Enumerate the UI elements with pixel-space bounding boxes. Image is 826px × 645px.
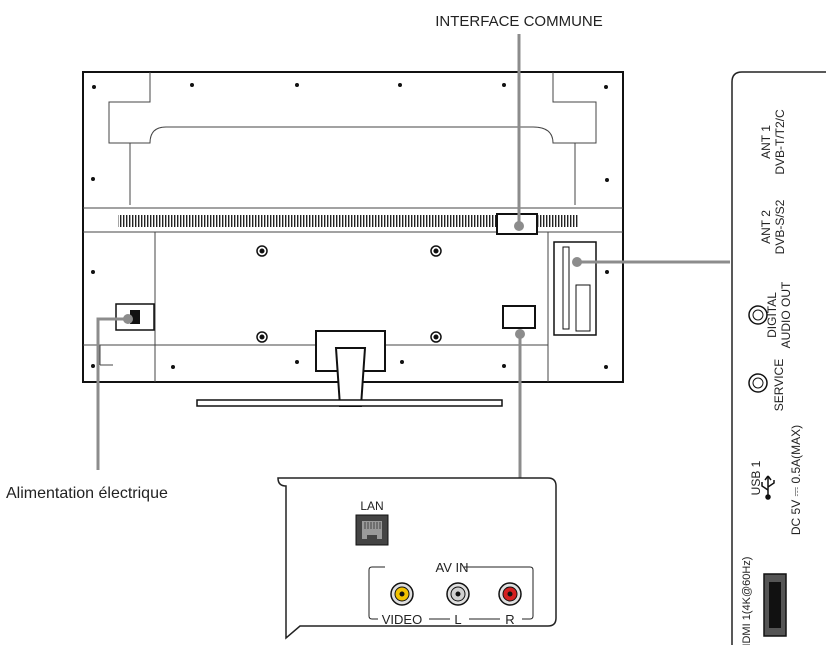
ant2-label: ANT 2 [759,210,773,244]
lan-av-callout-box: LAN AV IN VIDEO [277,477,557,640]
audio-l-label: L [454,612,461,627]
service-label: SERVICE [772,359,786,411]
service-port-icon [748,373,768,393]
hdmi-label: HDMI 1(4K@60Hz) [741,557,753,645]
audio-left-jack-icon [446,582,470,606]
video-jack-icon [390,582,414,606]
common-interface-label: INTERFACE COMMUNE [435,13,603,30]
usb-icon [761,475,775,500]
lan-label: LAN [360,499,383,513]
stand [196,330,503,407]
ant2-standard-label: DVB-S/S2 [773,199,787,254]
digital-audio-label: DIGITAL [765,292,779,338]
power-supply-label: Alimentation électrique [6,485,168,502]
screw-dots [91,83,609,369]
ant1-standard-label: DVB-T/T2/C [773,109,787,175]
video-label: VIDEO [382,612,422,627]
side-connector-callout: ANT 1 DVB-T/T2/C ANT 2 DVB-S/S2 DIGITAL … [731,71,826,645]
lan-av-block [502,305,536,329]
vesa-holes [256,245,442,343]
tv-back-panel [82,71,624,407]
audio-right-jack-icon [498,582,522,606]
digital-audio-port-icon [748,305,768,325]
vent-grille [118,215,578,227]
av-in-label: AV IN [436,560,469,575]
callout-lines [96,34,730,478]
digital-audio-out-label: AUDIO OUT [779,281,793,348]
side-connector-block [553,241,597,336]
power-socket [115,303,155,331]
ant1-label: ANT 1 [759,125,773,159]
usb-label: USB 1 [749,460,763,495]
audio-r-label: R [505,612,514,627]
usb-rating-label: DC 5V ⎓ 0.5A(MAX) [789,425,803,535]
hdmi-port-icon [763,573,787,637]
lan-port-icon [355,514,389,546]
